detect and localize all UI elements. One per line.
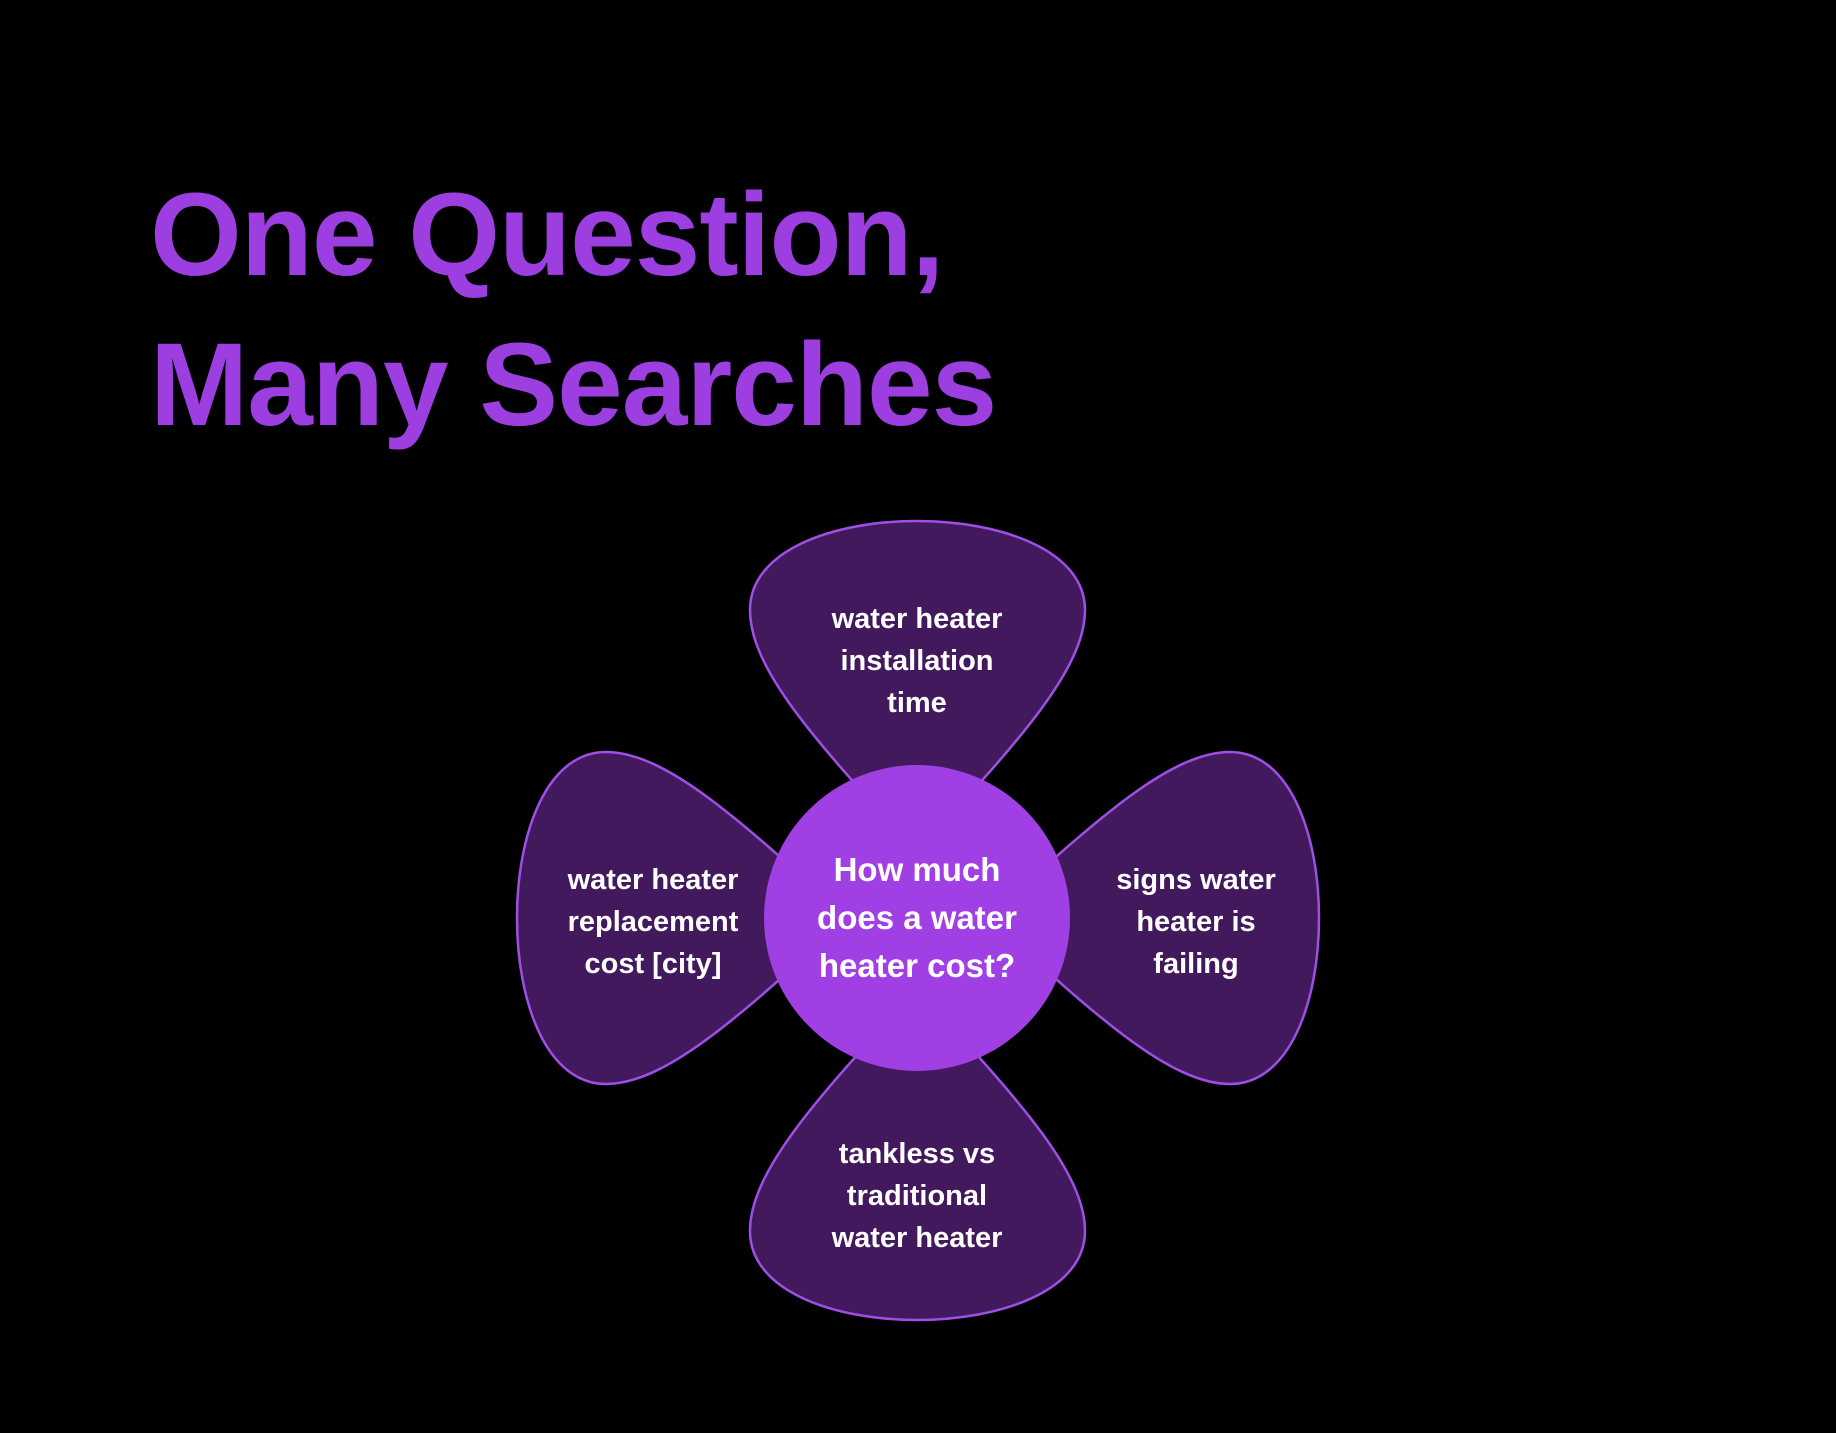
- petal-right-label: signs water heater is failing: [1076, 852, 1316, 992]
- petal-top-line-2: installation: [840, 645, 994, 677]
- center-circle: [764, 765, 1070, 1071]
- center-question-label: How much does a water heater cost?: [777, 843, 1057, 993]
- petal-right-line-3: failing: [1153, 948, 1239, 980]
- page-title-line-1: One Question,: [150, 169, 944, 301]
- petal-bottom-label: tankless vs traditional water heater: [767, 1126, 1067, 1266]
- center-line-3: heater cost?: [818, 947, 1016, 984]
- petal-bottom-line-2: traditional: [846, 1180, 988, 1212]
- petal-left-label: water heater replacement cost [city]: [533, 852, 773, 992]
- petal-bottom-line-1: tankless vs: [838, 1138, 996, 1170]
- petal-top-line-3: time: [887, 687, 947, 719]
- petal-left-line-2: replacement: [567, 906, 739, 938]
- center-line-2: does a water: [817, 899, 1017, 936]
- petal-right-line-2: heater is: [1136, 906, 1256, 938]
- page-title-line-2: Many Searches: [150, 319, 997, 451]
- petal-left-line-1: water heater: [567, 864, 739, 896]
- petal-top-line-1: water heater: [831, 603, 1003, 635]
- petal-bottom-line-3: water heater: [831, 1222, 1003, 1254]
- petal-left-line-3: cost [city]: [584, 948, 722, 980]
- page-title: One Question, Many Searches: [150, 160, 997, 460]
- petal-top-label: water heater installation time: [767, 591, 1067, 731]
- center-line-1: How much: [833, 851, 1001, 888]
- petal-right-line-1: signs water: [1116, 864, 1276, 896]
